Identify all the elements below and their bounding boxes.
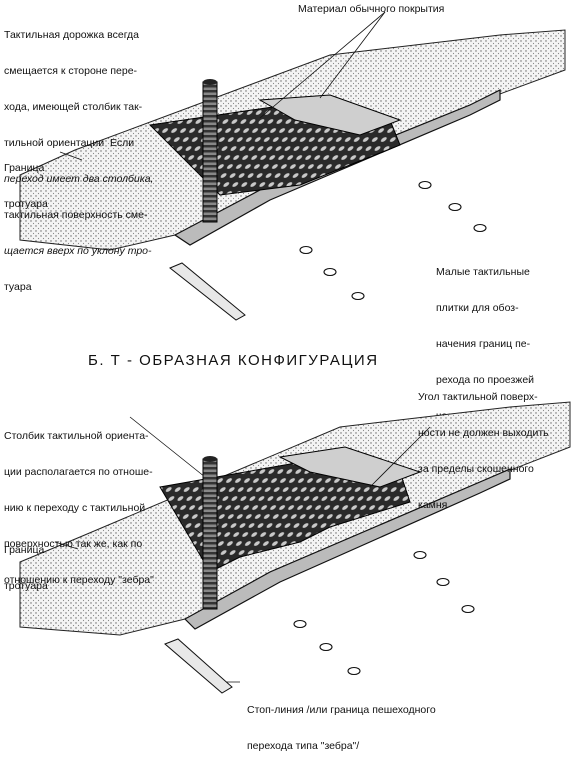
label-post-position: Столбик тактильной ориента- ции располаг… — [4, 430, 154, 586]
label-material: Материал обычного покрытия — [298, 3, 445, 15]
small-tactile-tile — [413, 550, 427, 560]
small-tactile-tile — [347, 666, 361, 676]
label-stop-line: Стоп-линия /или граница пешеходного пере… — [247, 704, 436, 752]
curb-edge — [184, 468, 511, 630]
stop-line-strip — [169, 262, 246, 321]
small-tactile-tile — [448, 202, 462, 212]
small-tactile-tile — [323, 267, 337, 277]
small-tactile-tile — [461, 604, 475, 614]
label-tactile-path: Тактильная дорожка всегда смещается к ст… — [4, 29, 154, 293]
section-b-title: Б. Т - ОБРАЗНАЯ КОНФИГУРАЦИЯ — [88, 352, 379, 369]
small-tactile-tile — [293, 619, 307, 629]
tactile-ramp-band — [278, 446, 422, 488]
tactile-post — [202, 81, 218, 223]
label-small-tiles: Малые тактильные плитки для обоз- начени… — [436, 266, 535, 422]
label-sidewalk-border-bottom: Граница тротуара — [4, 544, 48, 592]
tactile-ramp-band — [258, 94, 402, 136]
small-tactile-tile — [436, 577, 450, 587]
small-tactile-tile — [319, 642, 333, 652]
label-sidewalk-border-top: Граница тротуара — [4, 162, 48, 210]
label-corner: Угол тактильной поверх- ности не должен … — [418, 391, 549, 511]
small-tactile-tile — [418, 180, 432, 190]
small-tactile-tile — [473, 223, 487, 233]
bottom-crossing-illustration — [19, 401, 571, 694]
small-tactile-tile — [299, 245, 313, 255]
top-crossing-illustration — [19, 11, 566, 321]
stop-line-strip — [164, 638, 233, 694]
tactile-post — [202, 458, 218, 610]
small-tactile-tile — [351, 291, 365, 301]
